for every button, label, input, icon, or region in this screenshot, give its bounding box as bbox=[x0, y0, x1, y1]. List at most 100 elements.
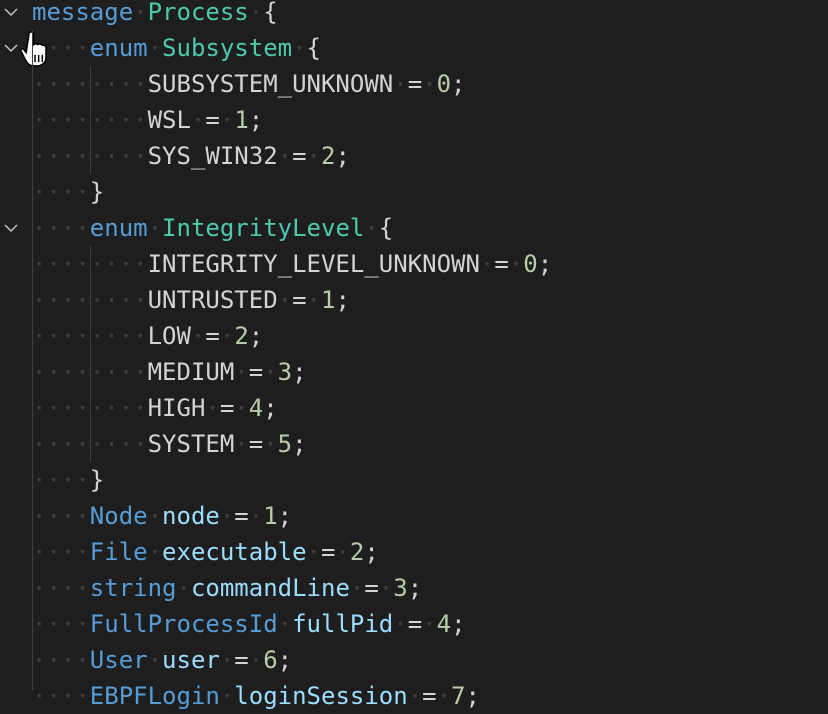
code-editor[interactable]: message·Process·{····enum·Subsystem·{···… bbox=[32, 0, 552, 714]
indent-whitespace: ···· bbox=[32, 538, 90, 566]
semicolon: ; bbox=[537, 250, 553, 278]
whitespace: · bbox=[378, 574, 394, 602]
semicolon: ; bbox=[277, 502, 293, 530]
code-line[interactable]: ········UNTRUSTED·=·1; bbox=[32, 282, 552, 318]
indent-whitespace: ···· bbox=[32, 682, 90, 710]
semicolon: ; bbox=[248, 106, 264, 134]
code-token-ptype: string bbox=[89, 574, 177, 602]
code-line[interactable]: ····Node·node·=·1; bbox=[32, 498, 552, 534]
semicolon: ; bbox=[335, 286, 350, 314]
semicolon: ; bbox=[335, 142, 350, 170]
code-token-field: fullPid bbox=[292, 610, 394, 638]
code-token-num: 5 bbox=[277, 430, 293, 458]
indent-whitespace: ···· bbox=[32, 610, 90, 638]
code-line[interactable]: ····File·executable·=·2; bbox=[32, 534, 552, 570]
indent-whitespace: ···· bbox=[32, 646, 90, 674]
whitespace: · bbox=[219, 106, 235, 134]
code-token-plain: SYSTEM bbox=[147, 430, 235, 458]
whitespace: · bbox=[422, 610, 437, 638]
whitespace: · bbox=[147, 502, 163, 530]
whitespace: · bbox=[147, 646, 163, 674]
whitespace: · bbox=[248, 502, 264, 530]
code-token-kw: enum bbox=[89, 214, 148, 242]
code-token-num: 4 bbox=[436, 610, 452, 638]
code-token-ptype: EBPFLogin bbox=[89, 682, 220, 710]
code-token-plain: UNTRUSTED bbox=[147, 286, 278, 314]
code-token-num: 3 bbox=[277, 358, 293, 386]
whitespace: · bbox=[306, 286, 321, 314]
whitespace: · bbox=[234, 430, 249, 458]
whitespace: · bbox=[479, 250, 495, 278]
code-line[interactable]: ····FullProcessId·fullPid·=·4; bbox=[32, 606, 552, 642]
code-token-plain: } bbox=[89, 178, 105, 206]
whitespace: · bbox=[219, 322, 235, 350]
code-token-plain: { bbox=[378, 214, 394, 242]
fold-chevron-down-icon[interactable] bbox=[2, 39, 20, 57]
indent-guide bbox=[89, 66, 91, 174]
indent-guide bbox=[32, 30, 33, 690]
whitespace: · bbox=[306, 142, 321, 170]
code-line[interactable]: ········SYSTEM·=·5; bbox=[32, 426, 552, 462]
code-token-ptype: File bbox=[89, 538, 148, 566]
semicolon: ; bbox=[451, 70, 466, 98]
code-token-plain: { bbox=[263, 0, 278, 26]
whitespace: · bbox=[205, 394, 220, 422]
fold-chevron-down-icon[interactable] bbox=[2, 219, 20, 237]
code-line[interactable]: ····enum·IntegrityLevel·{ bbox=[32, 210, 552, 246]
whitespace: · bbox=[190, 106, 206, 134]
whitespace: · bbox=[277, 610, 293, 638]
code-token-field: loginSession bbox=[234, 682, 408, 710]
code-line[interactable]: ········LOW·=·2; bbox=[32, 318, 552, 354]
code-token-plain: = bbox=[422, 682, 437, 710]
code-token-plain: INTEGRITY_LEVEL_UNKNOWN bbox=[147, 250, 480, 278]
code-token-plain: = bbox=[205, 322, 220, 350]
code-token-plain: SUBSYSTEM_UNKNOWN bbox=[147, 70, 394, 98]
code-token-num: 6 bbox=[263, 646, 278, 674]
fold-chevron-down-icon[interactable] bbox=[2, 3, 20, 21]
code-token-num: 1 bbox=[321, 286, 336, 314]
code-line[interactable]: ····EBPFLogin·loginSession·=·7; bbox=[32, 678, 552, 714]
semicolon: ; bbox=[451, 610, 466, 638]
whitespace: · bbox=[277, 142, 293, 170]
code-line[interactable]: ········INTEGRITY_LEVEL_UNKNOWN·=·0; bbox=[32, 246, 552, 282]
code-line[interactable]: ····string·commandLine·=·3; bbox=[32, 570, 552, 606]
code-line[interactable]: ········SUBSYSTEM_UNKNOWN·=·0; bbox=[32, 66, 552, 102]
code-token-ptype: FullProcessId bbox=[89, 610, 278, 638]
hand-pointer-cursor-icon bbox=[20, 31, 47, 67]
whitespace: · bbox=[234, 358, 249, 386]
code-line[interactable]: ····} bbox=[32, 462, 552, 498]
code-line[interactable]: ····User·user·=·6; bbox=[32, 642, 552, 678]
code-token-num: 7 bbox=[451, 682, 466, 710]
code-line[interactable]: ········MEDIUM·=·3; bbox=[32, 354, 552, 390]
semicolon: ; bbox=[292, 430, 307, 458]
code-token-plain: { bbox=[306, 34, 321, 62]
semicolon: ; bbox=[263, 394, 278, 422]
whitespace: · bbox=[422, 70, 437, 98]
code-line[interactable]: ········WSL·=·1; bbox=[32, 102, 552, 138]
code-token-num: 0 bbox=[523, 250, 538, 278]
whitespace: · bbox=[393, 610, 408, 638]
code-token-plain: LOW bbox=[147, 322, 191, 350]
code-line[interactable]: ····enum·Subsystem·{ bbox=[32, 30, 552, 66]
code-token-num: 0 bbox=[436, 70, 452, 98]
semicolon: ; bbox=[248, 322, 264, 350]
code-line[interactable]: message·Process·{ bbox=[32, 0, 552, 30]
whitespace: · bbox=[219, 502, 235, 530]
whitespace: · bbox=[393, 70, 408, 98]
code-token-num: 2 bbox=[234, 322, 249, 350]
whitespace: · bbox=[349, 574, 365, 602]
semicolon: ; bbox=[465, 682, 480, 710]
whitespace: · bbox=[234, 394, 249, 422]
code-line[interactable]: ········HIGH·=·4; bbox=[32, 390, 552, 426]
code-line[interactable]: ········SYS_WIN32·=·2; bbox=[32, 138, 552, 174]
code-token-num: 2 bbox=[321, 142, 336, 170]
whitespace: · bbox=[147, 214, 163, 242]
code-token-num: 1 bbox=[263, 502, 278, 530]
code-token-field: commandLine bbox=[190, 574, 350, 602]
code-line[interactable]: ····} bbox=[32, 174, 552, 210]
indent-whitespace: ···· bbox=[32, 214, 90, 242]
whitespace: · bbox=[335, 538, 350, 566]
semicolon: ; bbox=[277, 646, 293, 674]
whitespace: · bbox=[436, 682, 452, 710]
code-token-plain: = bbox=[292, 286, 307, 314]
